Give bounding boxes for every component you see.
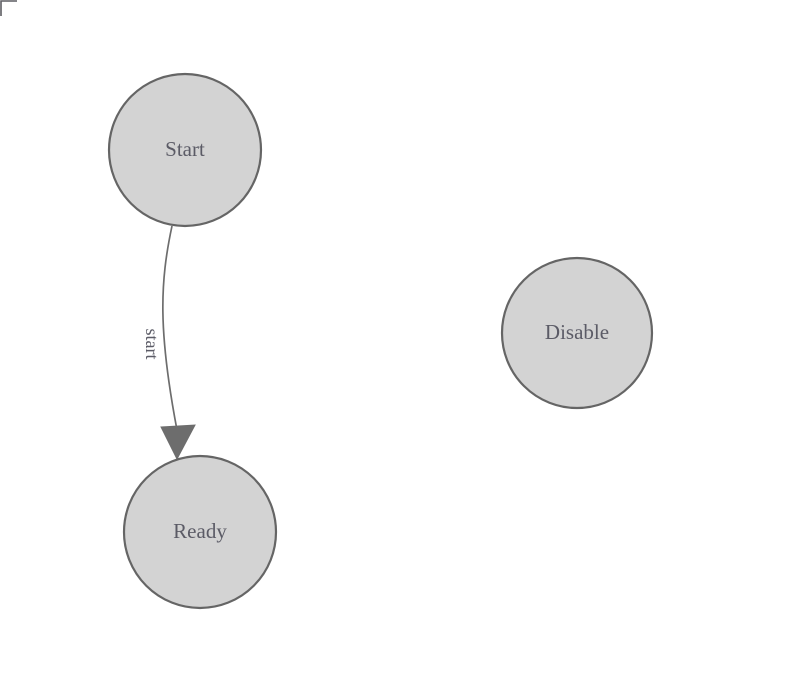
node-ready[interactable]: Ready: [122, 454, 278, 610]
node-disable-circle: [500, 256, 654, 410]
edge-start-to-ready[interactable]: start: [142, 225, 196, 461]
node-ready-circle: [122, 454, 278, 610]
arrowhead-icon: [160, 424, 196, 461]
node-start-label: Start: [165, 137, 205, 161]
edge-path-start-to-ready: [162, 225, 178, 431]
node-disable-label: Disable: [545, 320, 609, 344]
node-ready-label: Ready: [173, 519, 227, 543]
node-start[interactable]: Start: [107, 72, 263, 228]
node-start-circle: [107, 72, 263, 228]
canvas-corner-mark-icon: [0, 0, 17, 16]
node-disable[interactable]: Disable: [500, 256, 654, 410]
edge-label-start: start: [142, 329, 162, 360]
